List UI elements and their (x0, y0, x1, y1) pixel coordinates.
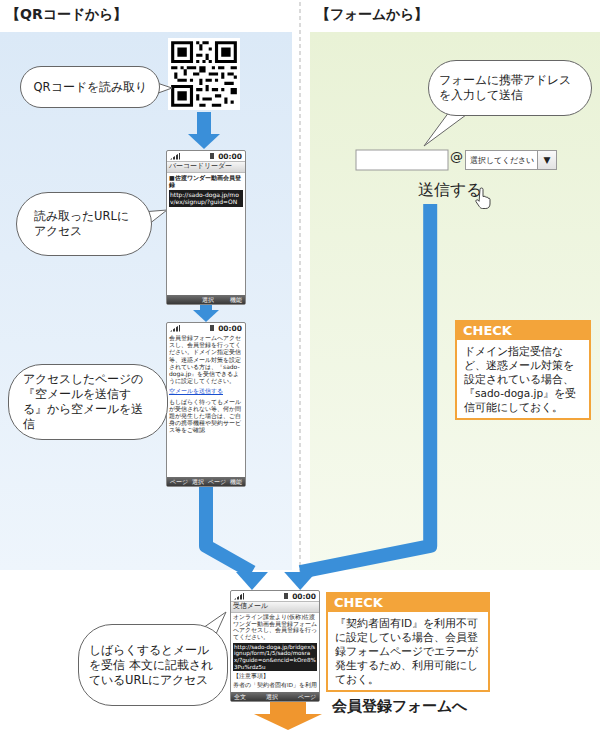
screen-text: 券者の「契約者固有ID」を利用 (231, 681, 319, 690)
panel-heading: 【QRコードから】 (6, 6, 127, 24)
check-note: CHECK『契約者固有ID』を利用不可に設定している場合、会員登録フォームページ… (326, 592, 490, 692)
submit-button: 送信する (418, 180, 486, 204)
callout-text: しばらくするとメールを受信 本文に記載されているURLにアクセス (89, 643, 217, 688)
screen-title: バーコードリーダー (167, 161, 245, 173)
status-bar: 00:00 (167, 323, 245, 333)
softkey-label: ページ (208, 478, 226, 485)
antenna-icon (170, 153, 180, 160)
antenna-icon (170, 325, 180, 332)
phone-screen: 00:00バーコードリーダー■佐渡ワンダー動画会員登録http://sado-d… (166, 150, 246, 305)
domain-select: 選択してください▼ (465, 150, 557, 170)
callout-text: アクセスしたページの『空メールを送信する』から空メールを送信 (23, 372, 153, 432)
check-text: ドメイン指定受信など、迷惑メール対策を設定されている場合、『sado-doga.… (457, 340, 589, 418)
status-bar: 00:00 (167, 151, 245, 161)
status-icon (210, 325, 214, 331)
softkey-bar: ページ選択ページ機能 (167, 477, 245, 486)
softkey-label: 全文 (234, 693, 246, 700)
antenna-icon (234, 593, 244, 600)
softkey-bar: 全文 選択 ページ (231, 692, 319, 701)
phone-screen: 00:00会員登録フォームへアクセスし、会員登録を行ってください。ドメイン指定受… (166, 322, 246, 487)
softkey-label: 機能 (230, 478, 242, 485)
screen-heading: ■佐渡ワンダー動画会員登録 (167, 173, 245, 189)
softkey-label: ページ (170, 478, 188, 485)
button-text: 送信する (418, 180, 482, 199)
softkey-label: 選択 (202, 296, 214, 303)
speech-bubble: しばらくするとメールを受信 本文に記載されているURLにアクセス (78, 624, 228, 706)
status-icon (210, 153, 214, 159)
connector-head (284, 572, 316, 590)
check-heading: CHECK (328, 594, 488, 612)
divider-line (300, 2, 301, 578)
screen-space (167, 434, 245, 476)
callout-text: 読み取ったURLにアクセス (34, 209, 134, 239)
source-panel: 【フォームから】フォームに携帯アドレスを入力して送信選択してください▼ 送信する C… (310, 0, 600, 570)
callout-text: フォームに携帯アドレスを入力して送信 (439, 73, 581, 103)
highlighted-url: http://sado-doga.jp/mov/ex/signup/?guid=… (169, 190, 243, 206)
screen-space (167, 208, 245, 295)
check-heading: CHECK (457, 322, 589, 340)
status-group: 00:00 (210, 152, 242, 161)
source-panel: 【QRコードから】QRコードを読み取り00:00バーコードリーダー■佐渡ワンダー… (0, 0, 292, 570)
select-text: 選択してください (466, 151, 537, 169)
highlighted-url: http://sado-doga.jp/bridgex/signup/form/… (233, 643, 317, 672)
speech-bubble: 読み取ったURLにアクセス (16, 192, 152, 256)
speech-bubble: アクセスしたページの『空メールを送信する』から空メールを送信 (8, 364, 168, 440)
softkey-label: 機能 (230, 296, 242, 303)
next-step-arrow (254, 702, 322, 730)
screen-text: オンライン課金より(仮称)佐渡ワンダー動画会員登録フォームへアクセスし、会員登録… (231, 613, 319, 642)
softkey-bar: 選択 機能 (167, 295, 245, 304)
phone-screen: 00:00受信メールオンライン課金より(仮称)佐渡ワンダー動画会員登録フォームへ… (230, 590, 320, 702)
panel-heading: 【フォームから】 (316, 6, 428, 24)
screen-text: 会員登録フォームへアクセスし、会員登録を行ってください。ドメイン指定受信等、迷惑… (167, 333, 245, 385)
next-step-label: 会員登録フォームへ (332, 697, 467, 716)
status-bar: 00:00 (231, 591, 319, 601)
check-text: 『契約者固有ID』を利用不可に設定している場合、会員登録フォームページでエラーが… (328, 612, 488, 690)
check-note: CHECKドメイン指定受信など、迷惑メール対策を設定されている場合、『sado-… (455, 320, 591, 420)
status-group: 00:00 (284, 592, 316, 601)
screen-text: 【注意事項】 (231, 672, 319, 681)
softkey-label: 選択 (266, 693, 278, 700)
screen-link: 空メールを送信する (167, 385, 245, 396)
select-arrow: ▼ (537, 151, 556, 169)
status-group: 00:00 (210, 324, 242, 333)
connector-head (236, 572, 268, 590)
status-icon (284, 593, 288, 599)
clock-text: 00:00 (218, 324, 242, 333)
clock-text: 00:00 (292, 592, 316, 601)
speech-bubble: QRコードを読み取り (20, 66, 160, 108)
clock-text: 00:00 (218, 152, 242, 161)
callout-text: QRコードを読み取り (33, 80, 146, 95)
softkey-label: ページ (298, 693, 316, 700)
screen-text: もしばらく待ってもメールが受信されない等、何か問題が発生した場合は、ご自身の携帯… (167, 397, 245, 435)
speech-bubble: フォームに携帯アドレスを入力して送信 (428, 60, 592, 116)
at-sign: @ (450, 149, 463, 164)
softkey-label: 選択 (192, 478, 204, 485)
screen-title: 受信メール (231, 601, 319, 613)
